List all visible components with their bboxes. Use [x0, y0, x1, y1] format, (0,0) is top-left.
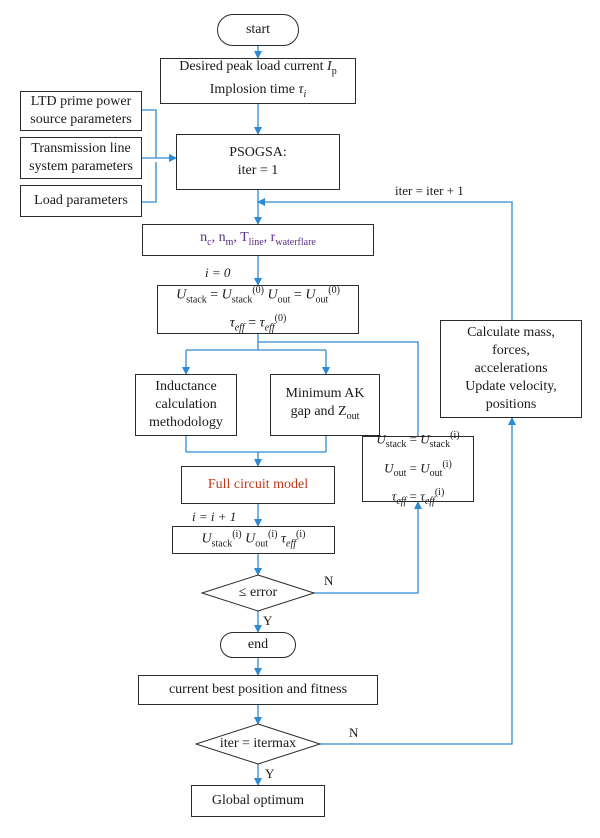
- transmission-params-box: Transmission line system parameters: [20, 137, 142, 179]
- ltd-params-box: LTD prime power source parameters: [20, 91, 142, 131]
- error-decision: ≤ error: [202, 575, 314, 611]
- tau-sub: i: [303, 88, 307, 100]
- update-values-box: Ustack = Ustack(i) Uout = Uout(i) τeff =…: [362, 430, 474, 507]
- ip-sub: p: [331, 66, 337, 77]
- best-label: current best position and fitness: [168, 682, 348, 697]
- init-box: Ustack = Ustack(0) Uout = Uout(0) τeff =…: [157, 285, 359, 334]
- error-label: ≤ error: [238, 585, 278, 600]
- start-label: start: [245, 22, 271, 37]
- params-box: nc, nm, Tline, rwaterflare: [142, 224, 374, 256]
- i-zero-label: i = 0: [205, 265, 231, 280]
- load-label: Load parameters: [34, 193, 128, 208]
- ltd-line1: LTD prime power: [30, 94, 132, 109]
- tau-symbol: τ: [298, 82, 304, 97]
- ip-symbol: I: [327, 59, 332, 75]
- itermax-decision: iter = itermax: [196, 724, 320, 764]
- arrow-error-update: [303, 501, 422, 594]
- nc-sub: c: [207, 236, 212, 248]
- global-optimum-box: Global optimum: [191, 785, 325, 817]
- i-increment-label: i = i + 1: [192, 509, 237, 524]
- full-circuit-label: Full circuit model: [207, 477, 309, 492]
- calculate-update-box: Calculate mass, forces, accelerations Up…: [440, 320, 582, 418]
- psogsa-line2: iter = 1: [237, 163, 279, 178]
- end-label: end: [247, 637, 269, 652]
- iter-increment-label: iter = iter + 1: [395, 183, 464, 198]
- arrow-itermax-calc: [320, 417, 516, 745]
- decision-error-shape: [200, 574, 316, 612]
- inductance-box: Inductance calculation methodology: [135, 374, 237, 436]
- psogsa-box: PSOGSA: iter = 1: [176, 134, 340, 190]
- itermax-no-label: N: [349, 725, 359, 740]
- start-terminator: start: [217, 14, 299, 46]
- psogsa-line1: PSOGSA:: [229, 145, 287, 160]
- result-box: Ustack(i) Uout(i) τeff(i): [172, 526, 335, 554]
- input-line2: Implosion time: [209, 82, 295, 97]
- global-label: Global optimum: [211, 793, 305, 808]
- nm-sub: m: [225, 236, 234, 248]
- trans-line2: system parameters: [29, 159, 133, 174]
- itermax-yes-label: Y: [265, 766, 275, 781]
- min-ak-box: Minimum AK gap and Zout: [270, 374, 380, 436]
- best-position-box: current best position and fitness: [138, 675, 378, 705]
- tline-symbol: T: [240, 229, 249, 245]
- end-terminator: end: [220, 632, 296, 658]
- nc-symbol: n: [200, 229, 208, 245]
- nm-symbol: n: [218, 229, 226, 245]
- rwf-sub: waterflare: [275, 236, 316, 248]
- tline-sub: line: [248, 236, 264, 248]
- line-load: [142, 162, 157, 203]
- full-circuit-box: Full circuit model: [181, 466, 335, 504]
- line-init-update: [258, 341, 419, 436]
- trans-line1: Transmission line: [31, 141, 131, 156]
- ltd-line2: source parameters: [30, 112, 132, 127]
- itermax-label: iter = itermax: [219, 736, 297, 751]
- rwf-symbol: r: [270, 229, 276, 245]
- error-no-label: N: [324, 573, 334, 588]
- input-line1: Desired peak load current: [179, 59, 324, 75]
- arrow-merge-full: [186, 451, 326, 466]
- input-box: Desired peak load current Ip Implosion t…: [160, 58, 356, 104]
- error-yes-label: Y: [263, 613, 273, 628]
- load-params-box: Load parameters: [20, 185, 142, 217]
- arrow-calc-iterloop: [257, 198, 513, 320]
- decision-itermax-shape: [194, 723, 322, 765]
- line-ltd: [142, 109, 157, 158]
